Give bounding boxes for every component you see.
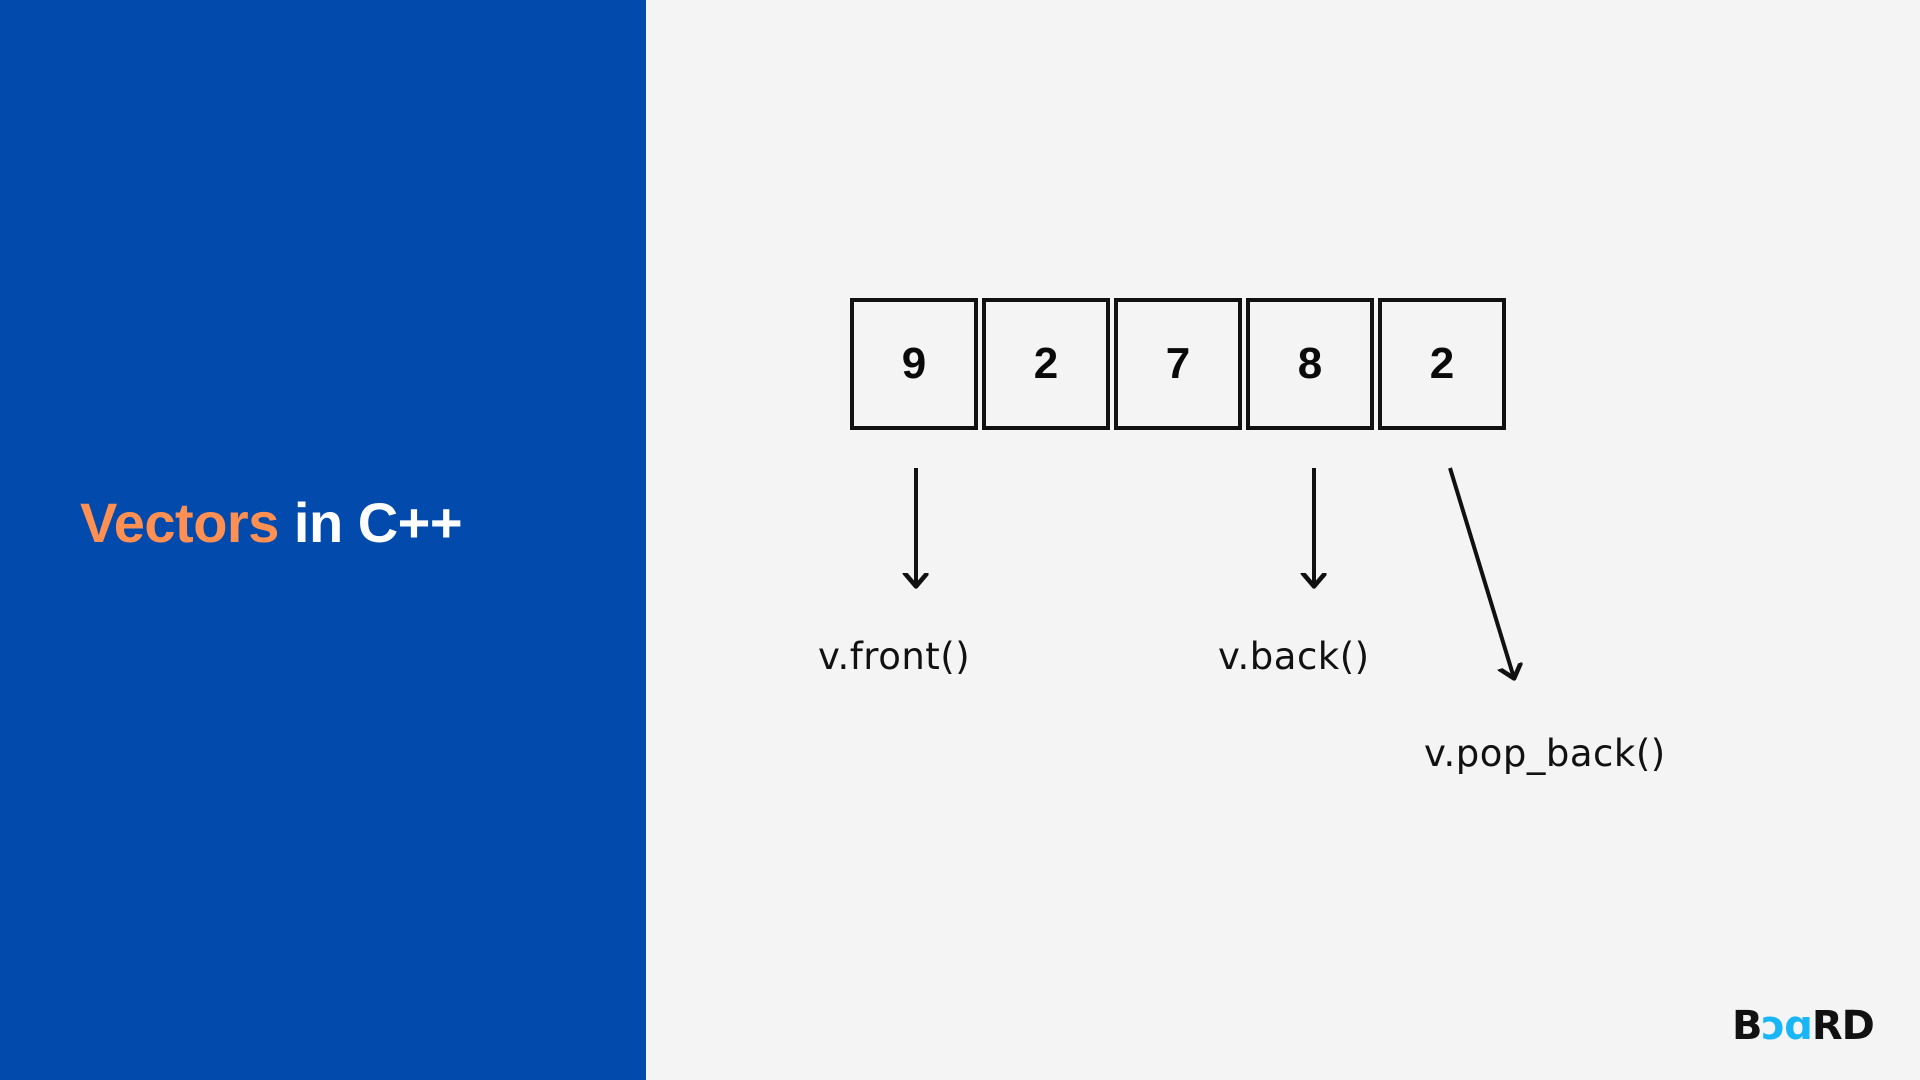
logo-letter-b: B xyxy=(1732,1003,1762,1049)
vector-cell-value: 7 xyxy=(1165,339,1191,388)
vector-cell: 7 xyxy=(1114,298,1242,430)
annotation-v-front: v.front() xyxy=(818,635,971,678)
vector-cell-value: 2 xyxy=(1033,339,1059,388)
vector-cell-value: 8 xyxy=(1297,339,1323,388)
title-accent-word: Vectors xyxy=(80,491,279,554)
title-plain-word: in C++ xyxy=(278,491,463,554)
vector-cell: 2 xyxy=(982,298,1110,430)
vector-cell: 8 xyxy=(1246,298,1374,430)
page-title: Vectors in C++ xyxy=(80,492,620,554)
logo-infinity-icon: ɔɑ xyxy=(1761,1003,1813,1049)
logo-letters-rd: RD xyxy=(1811,1003,1875,1049)
vector-cell: 2 xyxy=(1378,298,1506,430)
board-logo: BɔɑRD xyxy=(1732,1003,1875,1049)
vector-cell-value: 2 xyxy=(1429,339,1455,388)
vector-cell-value: 9 xyxy=(901,339,927,388)
annotation-v-pop-back: v.pop_back() xyxy=(1424,732,1666,775)
vector-container: 9 2 7 8 2 xyxy=(850,298,1506,430)
vector-cell: 9 xyxy=(850,298,978,430)
right-content-panel xyxy=(646,0,1920,1080)
left-blue-panel: Vectors in C++ xyxy=(0,0,646,1080)
annotation-v-back: v.back() xyxy=(1218,635,1370,678)
